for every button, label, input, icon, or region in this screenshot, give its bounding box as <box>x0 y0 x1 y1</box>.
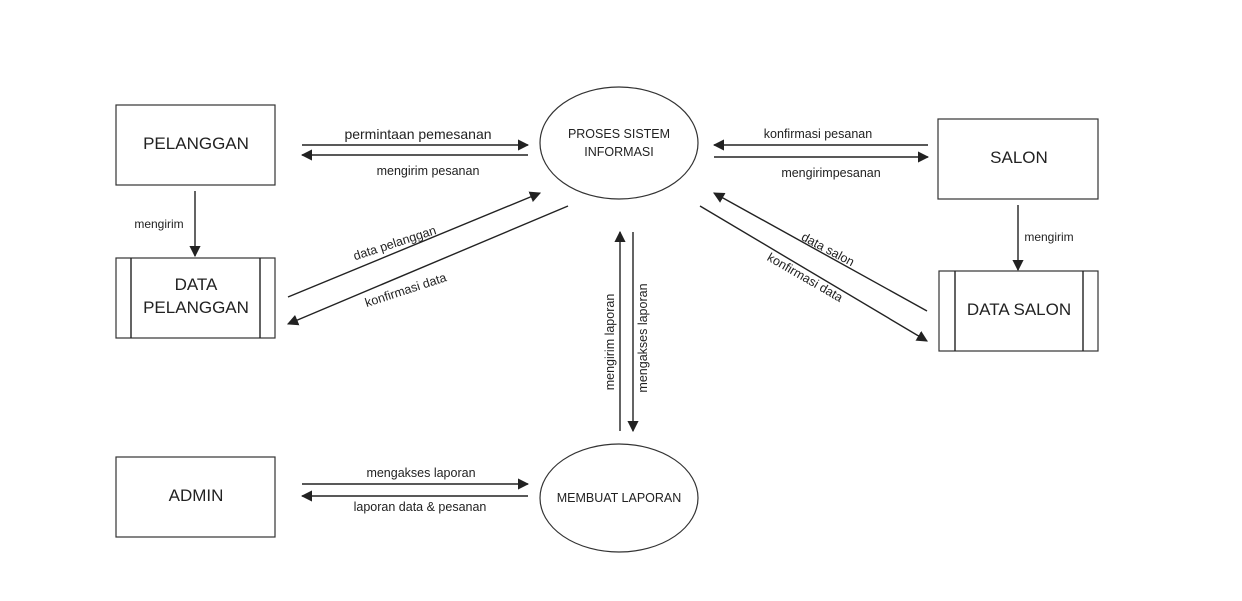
flow-konfirmasi-data-pelanggan-arrow <box>286 205 569 326</box>
store-data-pelanggan-line2: PELANGGAN <box>143 298 249 317</box>
flow-mengirim-laporan-label: mengirim laporan <box>603 294 617 391</box>
entity-admin: ADMIN <box>115 456 276 538</box>
flow-data-pelanggan-label: data pelanggan <box>352 223 438 263</box>
entity-salon-label: SALON <box>990 148 1048 167</box>
process-proses-line1: PROSES SISTEM <box>568 127 670 141</box>
flow-konfirmasi-data-salon-arrow <box>699 205 928 342</box>
flow-permintaan-pemesanan-label: permintaan pemesanan <box>344 126 491 142</box>
store-data-pelanggan: DATA PELANGGAN <box>115 257 276 339</box>
entity-pelanggan: PELANGGAN <box>115 104 276 186</box>
entity-admin-label: ADMIN <box>169 486 224 505</box>
flow-mengirim-salon-label: mengirim <box>1024 230 1073 244</box>
flow-data-salon-label: data salon <box>799 230 857 269</box>
flow-data-pelanggan-arrow <box>287 191 542 298</box>
flow-mengakses-laporan-admin-label: mengakses laporan <box>366 466 475 480</box>
store-data-pelanggan-line1: DATA <box>175 275 218 294</box>
flow-konfirmasi-data-pelanggan-label: konfirmasi data <box>363 270 448 310</box>
process-proses-line2: INFORMASI <box>584 145 653 159</box>
store-data-salon-label: DATA SALON <box>967 300 1071 319</box>
process-membuat-laporan-label: MEMBUAT LAPORAN <box>557 491 682 505</box>
process-membuat-laporan: MEMBUAT LAPORAN <box>539 443 699 553</box>
entity-salon: SALON <box>937 118 1099 200</box>
process-proses-sistem-informasi: PROSES SISTEM INFORMASI <box>539 86 699 200</box>
flow-data-salon-arrow <box>713 192 928 312</box>
flow-laporan-data-pesanan-label: laporan data & pesanan <box>354 500 487 514</box>
flow-mengirim-pelanggan-label: mengirim <box>134 217 183 231</box>
flow-mengirimpesanan-label: mengirimpesanan <box>781 166 880 180</box>
flow-mengakses-laporan-vertical-label: mengakses laporan <box>636 283 650 392</box>
entity-pelanggan-label: PELANGGAN <box>143 134 249 153</box>
flow-konfirmasi-pesanan-label: konfirmasi pesanan <box>764 127 872 141</box>
flow-mengirim-pesanan-label: mengirim pesanan <box>377 164 480 178</box>
store-data-salon: DATA SALON <box>938 270 1099 352</box>
